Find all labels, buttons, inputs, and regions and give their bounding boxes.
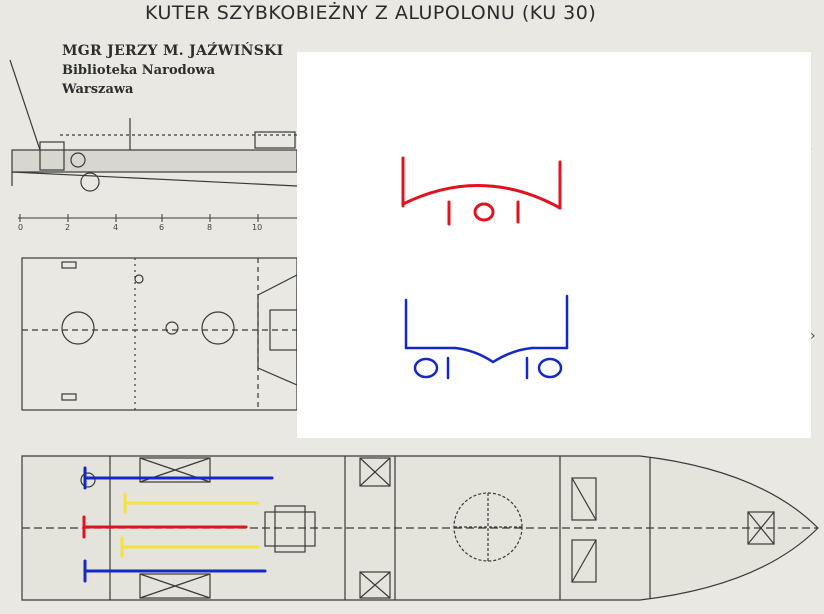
author-city: Warszawa: [62, 82, 134, 97]
author-library: Biblioteka Narodowa: [62, 63, 215, 78]
edge-mark: ›: [810, 328, 816, 344]
color-markings: [82, 466, 274, 583]
scale-tick-label: 6: [159, 223, 164, 232]
cross-section-panel: [297, 52, 811, 438]
scale-tick-label: 0: [18, 223, 23, 232]
scale-tick-label: 8: [207, 223, 212, 232]
author-block: MGR JERZY M. JAŹWIŃSKI Biblioteka Narodo…: [62, 42, 283, 99]
scale-tick-label: 2: [65, 223, 70, 232]
scale-tick-label: 4: [113, 223, 118, 232]
red-cross-section: [401, 156, 562, 226]
author-name: MGR JERZY M. JAŹWIŃSKI: [62, 43, 284, 59]
page-title: KUTER SZYBKOBIEŻNY Z ALUPOLONU (KU 30): [145, 2, 597, 24]
side-elevation: [9, 59, 298, 192]
hull-plan: [21, 455, 819, 601]
blue-cross-section: [404, 294, 569, 380]
scale-ruler: [18, 214, 297, 222]
scale-tick-label: 10: [252, 223, 262, 232]
